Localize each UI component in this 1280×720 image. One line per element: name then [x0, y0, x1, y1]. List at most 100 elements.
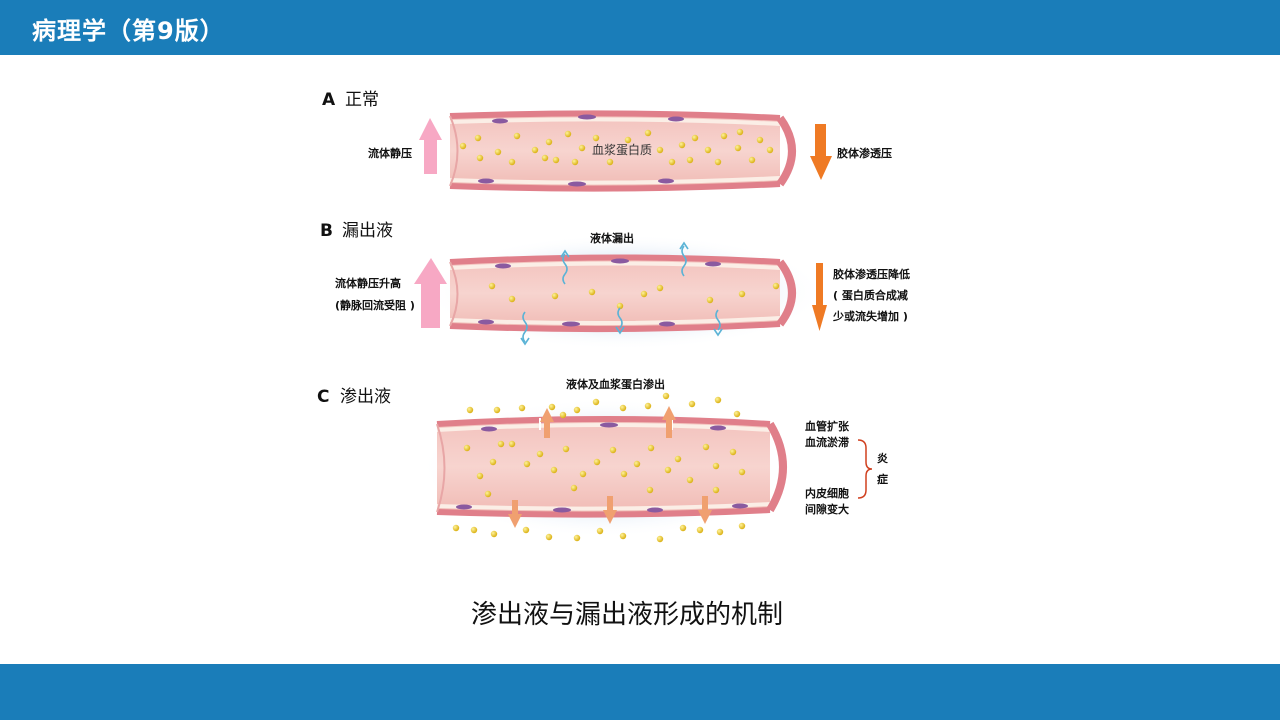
- protein-dot: [686, 476, 694, 484]
- protein-dot: [550, 466, 558, 474]
- protein-dot: [588, 288, 596, 296]
- gap-widening-label: 间隙变大: [805, 502, 849, 516]
- protein-dot: [470, 526, 478, 534]
- protein-dot: [686, 156, 694, 164]
- protein-dot: [488, 282, 496, 290]
- protein-dot: [691, 134, 699, 142]
- protein-dot: [716, 528, 724, 536]
- protein-dot: [696, 526, 704, 534]
- venous-obstruction-label: (静脉回流受阻 ): [335, 298, 415, 312]
- protein-dot: [489, 458, 497, 466]
- protein-dot: [733, 410, 741, 418]
- protein-dot: [646, 486, 654, 494]
- protein-dot: [493, 406, 501, 414]
- protein-dot: [592, 134, 600, 142]
- vessel-a: [449, 110, 796, 192]
- protein-dot: [662, 392, 670, 400]
- protein-dot: [494, 148, 502, 156]
- fluid-leakage-label: 液体漏出: [590, 231, 634, 245]
- vessel-c: [436, 416, 787, 518]
- protein-dot: [570, 484, 578, 492]
- protein-dot: [476, 154, 484, 162]
- protein-dot: [497, 440, 505, 448]
- protein-dot: [541, 154, 549, 162]
- exudation-arrows: [508, 406, 712, 528]
- protein-dot: [644, 129, 652, 137]
- protein-dot: [463, 444, 471, 452]
- protein-dot: [548, 403, 556, 411]
- protein-dot: [706, 296, 714, 304]
- panel-c-name: 渗出液: [340, 387, 391, 407]
- plasma-protein-label: 血浆蛋白质: [592, 142, 652, 157]
- protein-dot: [616, 302, 624, 310]
- panel-b: B 漏出液: [320, 221, 910, 350]
- protein-dot: [564, 130, 572, 138]
- protein-dot: [545, 138, 553, 146]
- protein-dot: [593, 458, 601, 466]
- protein-dot: [714, 158, 722, 166]
- protein-dot: [562, 445, 570, 453]
- blood-stasis-label: 血流淤滞: [805, 435, 849, 449]
- extravasated-proteins: [452, 392, 746, 543]
- protein-dot: [704, 146, 712, 154]
- protein-dot: [596, 527, 604, 535]
- oncotic-pressure-label: 胶体渗透压: [837, 146, 892, 160]
- hydrostatic-increase-label: 流体静压升高: [335, 276, 401, 290]
- protein-dot: [668, 158, 676, 166]
- protein-loss-label: 少或流失增加 ): [832, 309, 908, 323]
- protein-dot: [656, 535, 664, 543]
- protein-dot: [624, 136, 632, 144]
- page-title: 病理学（第9版）: [32, 17, 225, 45]
- protein-dot: [536, 450, 544, 458]
- protein-dot: [459, 142, 467, 150]
- protein-dot: [738, 290, 746, 298]
- protein-dot: [756, 136, 764, 144]
- protein-dot: [571, 158, 579, 166]
- protein-dot: [619, 532, 627, 540]
- protein-dot: [748, 156, 756, 164]
- protein-dot: [644, 402, 652, 410]
- panel-c-letter: C: [317, 387, 329, 407]
- inflammation-bracket: [857, 439, 873, 499]
- protein-dot: [712, 462, 720, 470]
- fluid-protein-exudation-label: 液体及血浆蛋白渗出: [566, 377, 665, 391]
- orange-arrow-down-a: [810, 124, 832, 180]
- protein-dot: [523, 460, 531, 468]
- protein-dot: [552, 156, 560, 164]
- header-bar: 病理学（第9版）: [0, 0, 1280, 55]
- hydrostatic-pressure-label: 流体静压: [368, 146, 412, 160]
- protein-dot: [714, 396, 722, 404]
- protein-dot: [702, 443, 710, 451]
- protein-dot: [647, 444, 655, 452]
- protein-dot: [620, 470, 628, 478]
- protein-dot: [679, 524, 687, 532]
- oncotic-decrease-label: 胶体渗透压降低: [833, 267, 910, 281]
- protein-dot: [466, 406, 474, 414]
- footer-bar: [0, 664, 1280, 720]
- protein-dot: [545, 533, 553, 541]
- protein-dot: [579, 470, 587, 478]
- protein-dot: [664, 466, 672, 474]
- protein-dot: [656, 146, 664, 154]
- protein-dot: [559, 411, 567, 419]
- protein-dot: [766, 146, 774, 154]
- protein-dot: [656, 284, 664, 292]
- panel-c: C 渗出液: [317, 377, 888, 543]
- endothelial-cell-label: 内皮细胞: [805, 486, 849, 500]
- protein-dot: [688, 400, 696, 408]
- pink-arrow-up-a: [419, 118, 442, 174]
- protein-dot: [729, 448, 737, 456]
- panel-a-name: 正常: [345, 90, 379, 110]
- protein-dot: [734, 144, 742, 152]
- figure-caption: 渗出液与漏出液形成的机制: [470, 600, 783, 630]
- protein-dot: [738, 522, 746, 530]
- protein-dot: [633, 460, 641, 468]
- protein-dot: [518, 404, 526, 412]
- panel-a-letter: A: [322, 90, 336, 110]
- protein-dot: [738, 468, 746, 476]
- vessel-b: [449, 254, 796, 333]
- protein-dot: [508, 158, 516, 166]
- protein-dot: [551, 292, 559, 300]
- protein-dot: [573, 406, 581, 414]
